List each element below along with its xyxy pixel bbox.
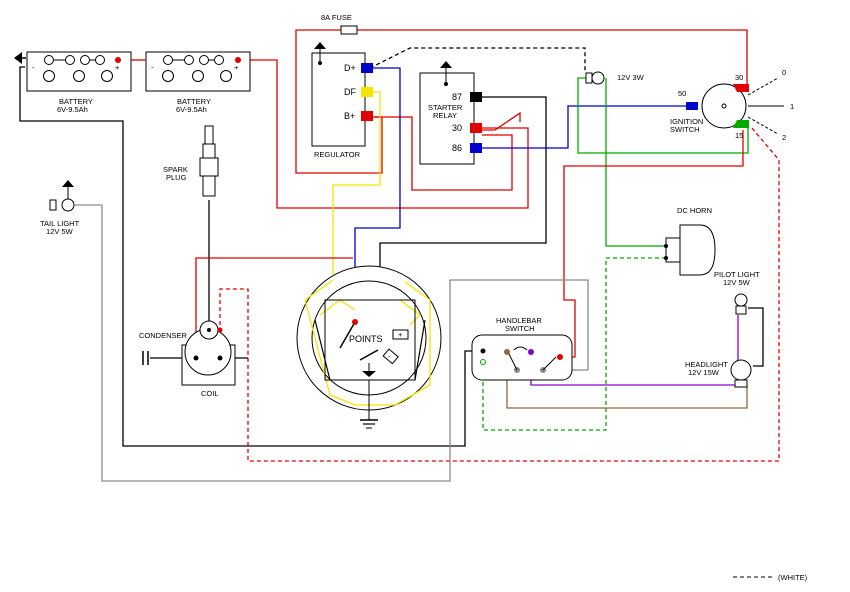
battery-left-positive-terminal [115, 57, 121, 63]
starter-relay-terminal-87: 87 [452, 92, 462, 102]
battery-left: - + BATTERY 6V-9.5Ah [26, 51, 132, 114]
legend-white-wire: (WHITE) [778, 573, 808, 582]
ignition-terminal-15: 15 [735, 131, 743, 140]
wire-red-dashed [219, 127, 780, 462]
magneto-points: + - POINTS [296, 265, 442, 429]
fuse-label: 8A FUSE [321, 13, 352, 22]
battery-right-positive-terminal [235, 57, 241, 63]
wire-relay86-ignition-blue [482, 105, 690, 149]
battery-left-negative-sign: - [32, 63, 35, 72]
bulb-icon [730, 359, 752, 381]
points-plus: + [398, 330, 403, 339]
spark-plug-label-line2: PLUG [166, 173, 187, 182]
spark-plug: SPARK PLUG [163, 125, 219, 197]
ignition-label-line1: IGNITION [670, 117, 703, 126]
wire-tail-light-grey [75, 204, 589, 482]
starter-relay-terminal-30: 30 [452, 123, 462, 133]
handlebar-switch-label-line2: SWITCH [505, 324, 535, 333]
regulator-terminal-b-plus: B+ [344, 111, 355, 121]
regulator-terminal-df: DF [344, 87, 356, 97]
ground-icon [362, 363, 376, 377]
battery-left-positive-sign: + [115, 63, 120, 72]
pilot-light: PILOT LIGHT 12V 5W [714, 270, 760, 315]
wire-coil-red [195, 257, 353, 358]
regulator: D+ DF B+ REGULATOR [311, 42, 373, 159]
ignition-terminal-30: 30 [735, 73, 743, 82]
wire-regulator-b-red [370, 116, 513, 191]
starter-relay-body [419, 72, 475, 165]
bulb-icon [61, 198, 75, 212]
handlebar-switch-label-line1: HANDLEBAR [496, 316, 542, 325]
regulator-label: REGULATOR [314, 150, 361, 159]
headlight: HEADLIGHT 12V 15W [685, 359, 752, 388]
headlight-label-line1: HEADLIGHT [685, 360, 728, 369]
wires [19, 29, 780, 482]
indicator-bulb-label: 12V 3W [617, 73, 645, 82]
coil: COIL [181, 320, 236, 398]
battery-right-negative-sign: - [151, 63, 154, 72]
battery-right: - + BATTERY 6V-9.5Ah [145, 51, 251, 114]
ignition-terminal-50: 50 [678, 89, 686, 98]
tail-light-label-line1: TAIL LIGHT [40, 219, 80, 228]
wire-indicator-green [577, 77, 749, 154]
wire-battery-red [239, 59, 529, 209]
wire-regulator-df-yellow [332, 91, 381, 280]
battery-right-positive-sign: + [234, 63, 239, 72]
wire-relay30-red [482, 111, 521, 131]
spark-plug-label-line1: SPARK [163, 165, 188, 174]
points-label: POINTS [349, 334, 383, 344]
pilot-light-label-line1: PILOT LIGHT [714, 270, 760, 279]
coil-label: COIL [201, 389, 219, 398]
wire-regulator-d-blue [354, 67, 401, 322]
starter-relay-terminal-86: 86 [452, 143, 462, 153]
wire-white-dashed [369, 47, 586, 73]
battery-left-name: BATTERY [59, 97, 93, 106]
headlight-label-line2: 12V 15W [688, 368, 720, 377]
fuse: 8A FUSE [321, 13, 358, 35]
battery-right-name: BATTERY [177, 97, 211, 106]
wire-fuse-to-ignition-red [357, 29, 748, 86]
bulb-icon [734, 293, 748, 307]
wire-pilot-ground-black [748, 307, 764, 367]
battery-right-rating: 6V-9.5Ah [176, 105, 207, 114]
handlebar-switch: HANDLEBAR SWITCH [471, 316, 573, 381]
condenser-label: CONDENSER [139, 331, 188, 340]
bulb-icon [591, 71, 605, 85]
regulator-body [311, 52, 366, 147]
ignition-label-line2: SWITCH [670, 125, 700, 134]
ignition-position-0: 0 [782, 68, 786, 77]
starter-relay-label-line1: STARTER [428, 103, 463, 112]
starter-relay-label-line2: RELAY [433, 111, 457, 120]
tail-light: TAIL LIGHT 12V 5W [40, 180, 80, 236]
condenser: CONDENSER [139, 331, 188, 365]
horn: DC HORN [664, 206, 716, 276]
wire-green-dashed-handlebar [482, 257, 666, 431]
legend: (WHITE) [733, 573, 808, 582]
wire-relay87-black [379, 96, 547, 290]
battery-left-rating: 6V-9.5Ah [57, 105, 88, 114]
tail-light-label-line2: 12V 5W [46, 227, 74, 236]
ignition-position-1: 1 [790, 102, 794, 111]
fuse-body [340, 25, 358, 35]
horn-label: DC HORN [677, 206, 712, 215]
points-minus: - [388, 352, 391, 361]
ignition-switch: 50 30 15 0 1 2 IGNITION SWITCH [670, 68, 794, 142]
pilot-light-label-line2: 12V 5W [723, 278, 751, 287]
wire-battery-ground-black [19, 66, 482, 447]
ground-icon [440, 61, 452, 86]
ground-icon [14, 52, 26, 64]
ground-icon [62, 180, 74, 199]
ignition-position-2: 2 [782, 133, 786, 142]
indicator-bulb: 12V 3W [585, 71, 645, 85]
wire-ignition15-red [560, 130, 744, 358]
wire-green-horn [605, 78, 666, 247]
ground-icon [314, 42, 326, 65]
starter-relay: STARTER RELAY 87 30 86 [419, 61, 482, 165]
handlebar-switch-body [471, 334, 573, 381]
regulator-terminal-d-plus: D+ [344, 63, 356, 73]
